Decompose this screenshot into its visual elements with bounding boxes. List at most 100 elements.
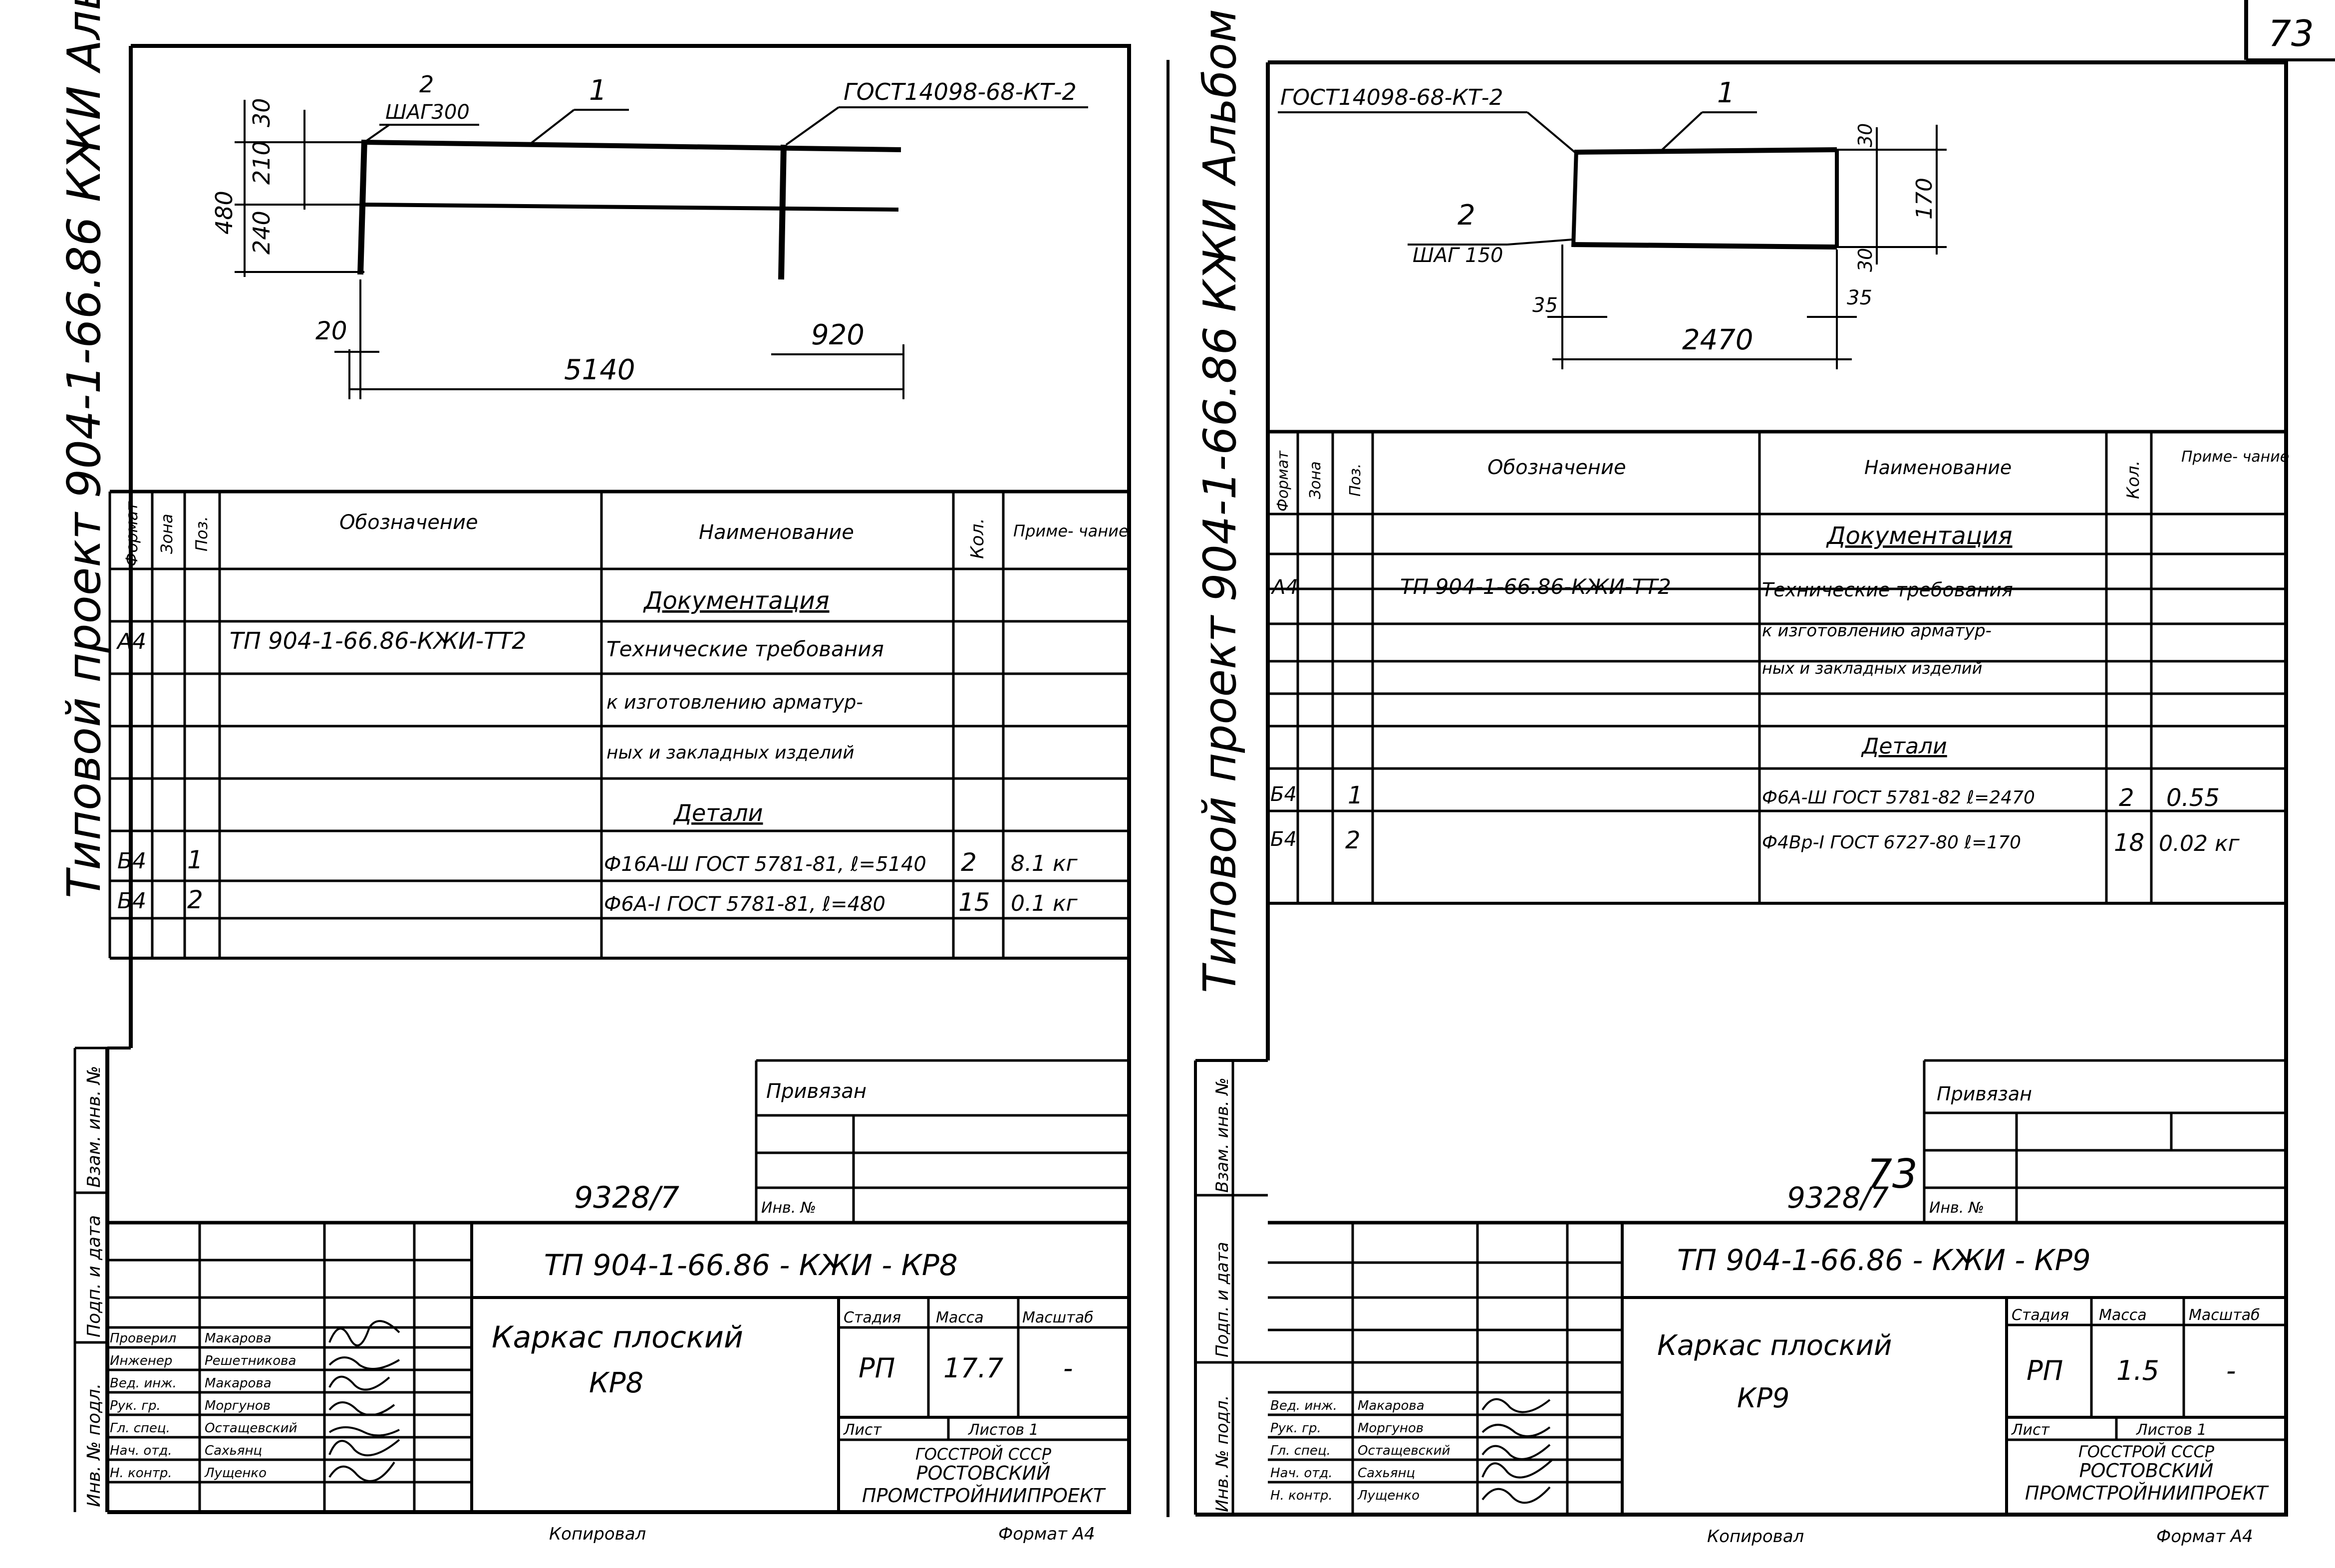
- row1-qty-r: 2: [2119, 784, 2134, 812]
- doc-designation: ТП 904-1-66.86-КЖИ-ТТ2: [230, 627, 527, 654]
- role-4: Гл. спец.: [110, 1421, 170, 1436]
- inv-no-label-r: Инв. №: [1929, 1199, 1984, 1217]
- section-docs: Документация: [643, 587, 830, 615]
- stage-value-r: РП: [2027, 1355, 2063, 1386]
- row1-note-r: 0.55: [2166, 784, 2220, 812]
- spec-table-left: [108, 490, 1129, 960]
- name-3: Моргунов: [205, 1398, 271, 1413]
- name-r-2: Остащевский: [1358, 1443, 1450, 1458]
- sheet-right: Типовой проект 904-1-66.86 КЖИ Альбом 7 …: [1194, 0, 2289, 1547]
- section-parts: Детали: [673, 799, 763, 826]
- row1-qty: 2: [961, 848, 977, 877]
- doc-name-1: Технические требования: [606, 637, 884, 661]
- handwritten-signatures-left: [328, 1320, 400, 1482]
- footer-copied-r: Копировал: [1707, 1527, 1804, 1547]
- side-title-right: Типовой проект 904-1-66.86 КЖИ Альбом 7: [1194, 0, 1246, 993]
- org-1-r: ГОССТРОЙ СССР: [2078, 1442, 2215, 1461]
- doc-name-1-r: Технические требования: [1762, 579, 2013, 601]
- doc-name-3: ных и закладных изделий: [606, 743, 855, 763]
- role-r-4: Н. контр.: [1270, 1488, 1333, 1503]
- doc-format: А4: [116, 629, 146, 654]
- section-docs-r: Документация: [1826, 522, 2013, 550]
- sketch-pos2: 2: [419, 71, 434, 98]
- row2-format-r: Б4: [1270, 828, 1297, 851]
- name-r-1: Моргунов: [1358, 1421, 1424, 1436]
- th-designation-r: Обозначение: [1487, 456, 1626, 479]
- rebar-sketch-kr8: 480 240 210 30 20 5140 920 2 ШАГ300 1 ГО…: [211, 71, 1088, 399]
- org-1: ГОССТРОЙ СССР: [915, 1445, 1052, 1464]
- side-label-inv-orig: Инв. № подл.: [84, 1383, 104, 1507]
- inv-no-label: Инв. №: [761, 1199, 816, 1217]
- mass-value-r: 1.5: [2116, 1355, 2159, 1386]
- th-name: Наименование: [699, 521, 854, 544]
- row1-format: Б4: [117, 848, 146, 874]
- scale-header-r: Масштаб: [2189, 1307, 2260, 1324]
- sketch-grade-label: ГОСТ14098-68-КТ-2: [844, 78, 1077, 105]
- doc-format-r: А4: [1270, 576, 1298, 599]
- dim-upper: 210: [248, 141, 275, 185]
- row1-note: 8.1 кг: [1011, 851, 1078, 876]
- drawing-code: ТП 904-1-66.86 - КЖИ - КР8: [544, 1248, 958, 1282]
- org-3: ПРОМСТРОЙНИИПРОЕКТ: [862, 1485, 1106, 1507]
- sheet-header: Лист: [843, 1421, 882, 1439]
- doc-name-2: к изготовлению арматур-: [606, 691, 863, 713]
- signatures-right: Вед. инж.Макарова Рук. гр.Моргунов Гл. с…: [1270, 1398, 1450, 1503]
- side-label-inv-orig-r: Инв. № подл.: [1212, 1395, 1232, 1512]
- role-6: Н. контр.: [110, 1466, 172, 1481]
- dim-left-offset: 20: [315, 316, 347, 345]
- drawing-name-2-r: КР9: [1737, 1382, 1789, 1414]
- dim-lower: 240: [248, 211, 275, 255]
- sketch-step-r: ШАГ 150: [1413, 244, 1503, 267]
- page-number: 73: [2268, 12, 2314, 54]
- row2-note: 0.1 кг: [1011, 891, 1078, 916]
- role-1: Инженер: [110, 1353, 172, 1368]
- sketch-step: ШАГ300: [385, 101, 470, 124]
- scale-value-r: -: [2226, 1355, 2236, 1386]
- side-label-replace-inv: Взам. инв. №: [84, 1066, 104, 1188]
- drawing-name-2: КР8: [589, 1367, 643, 1399]
- doc-designation-r: ТП 904-1-66.86-КЖИ-ТТ2: [1400, 574, 1671, 599]
- name-6: Лущенко: [204, 1466, 267, 1481]
- drawing-code-r: ТП 904-1-66.86 - КЖИ - КР9: [1677, 1243, 2091, 1277]
- dim-length-r: 2470: [1682, 324, 1753, 356]
- role-r-1: Рук. гр.: [1270, 1421, 1321, 1436]
- th-note: Приме- чание: [1013, 522, 1129, 540]
- th-note-r: Приме- чание: [2181, 448, 2289, 466]
- role-r-0: Вед. инж.: [1270, 1398, 1337, 1413]
- sketch-grade-label-r: ГОСТ14098-68-КТ-2: [1280, 85, 1503, 110]
- privyazan-block-right: [1923, 1059, 2286, 1223]
- side-label-sign-date-r: Подп. и дата: [1212, 1242, 1232, 1357]
- table-body-left: Документация А4 ТП 904-1-66.86-КЖИ-ТТ2 Т…: [116, 587, 1078, 917]
- row2-pos-r: 2: [1345, 826, 1361, 854]
- name-5: Сахьянц: [205, 1443, 262, 1458]
- sketch-pos1: 1: [589, 74, 607, 107]
- org-2: РОСТОВСКИЙ: [916, 1462, 1051, 1484]
- table-header-left: Формат Зона Поз. Обозначение Наименовани…: [122, 501, 1129, 566]
- dim-top-r: 30: [1854, 123, 1876, 147]
- th-qty: Кол.: [967, 518, 988, 559]
- dim-top: 30: [248, 98, 275, 127]
- role-5: Нач. отд.: [110, 1443, 172, 1458]
- name-0: Макарова: [205, 1331, 272, 1346]
- sheets-header-r: Листов 1: [2136, 1421, 2207, 1439]
- scale-value: -: [1063, 1352, 1073, 1384]
- row1-name-r: Ф6А-Ш ГОСТ 5781-82 ℓ=2470: [1762, 787, 2035, 808]
- doc-name-2-r: к изготовлению арматур-: [1762, 621, 1992, 641]
- drawing-name-1-r: Каркас плоский: [1657, 1329, 1892, 1362]
- row2-name-r: Ф4Вр-I ГОСТ 6727-80 ℓ=170: [1762, 832, 2021, 853]
- page-number-box: 73: [2244, 0, 2335, 61]
- handwritten-signatures-right: [1481, 1398, 1553, 1504]
- row2-pos: 2: [187, 885, 203, 914]
- sheets-header: Листов 1: [968, 1421, 1039, 1439]
- row1-name: Ф16А-Ш ГОСТ 5781-81, ℓ=5140: [604, 853, 926, 876]
- sketch-pos2-r: 2: [1458, 199, 1475, 232]
- name-4: Остащевский: [205, 1421, 297, 1436]
- th-format-r: Формат: [1274, 450, 1292, 512]
- privyazan-block-left: [755, 1059, 1129, 1223]
- th-zone-r: Зона: [1307, 461, 1324, 499]
- sheet-left: Типовой проект 904-1-66.86 КЖИ Альбом 7 …: [57, 0, 1169, 1544]
- row2-qty-r: 18: [2114, 829, 2144, 857]
- th-format: Формат: [122, 501, 141, 566]
- privyazan-label-r: Привязан: [1937, 1083, 2032, 1105]
- th-name-r: Наименование: [1864, 457, 2012, 479]
